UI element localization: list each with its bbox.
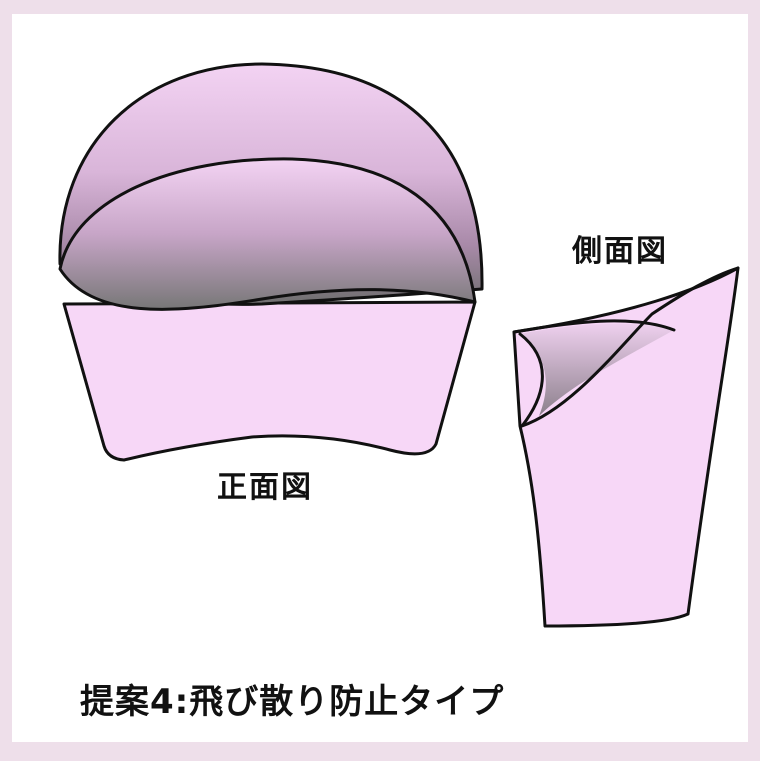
front-view-drawing [58, 62, 484, 462]
side-inner-opening [520, 323, 674, 416]
side-view-drawing [512, 266, 740, 628]
side-view-label: 側面図 [572, 234, 668, 269]
illustration-canvas [58, 62, 740, 628]
front-view-label: 正面図 [217, 470, 313, 505]
drawing-panel: 正面図 側面図 提案4:飛び散り防止タイプ [12, 14, 748, 742]
side-rim [512, 319, 676, 334]
front-front-hood [58, 157, 477, 311]
side-front-flap [518, 266, 740, 428]
proposal-caption: 提案4:飛び散り防止タイプ [80, 682, 505, 722]
front-body [62, 300, 477, 462]
